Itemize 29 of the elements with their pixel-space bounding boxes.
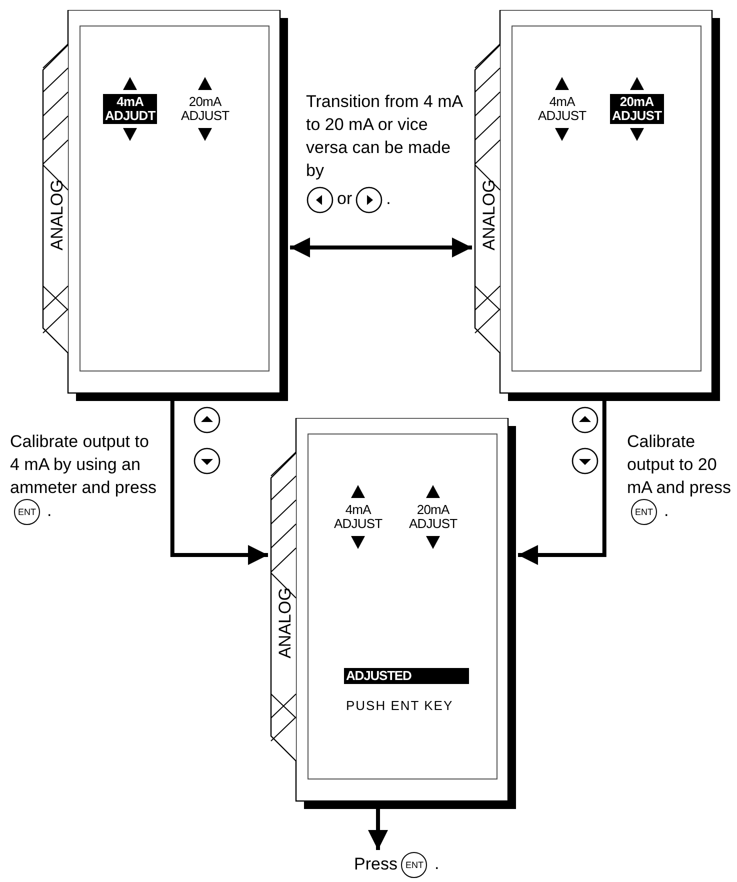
double-arrow (290, 238, 472, 258)
instruction-text: . (47, 501, 52, 520)
edge-label: Calibrate output to 20 mA and press (627, 432, 731, 497)
enter-key: ENT (14, 499, 40, 525)
tab-label: ANALOG (478, 180, 499, 250)
highlighted-screen-text: 20mA ADJUST (610, 94, 664, 124)
enter-key: ENT (631, 499, 657, 525)
device-display-panel (42, 10, 288, 401)
arrow (368, 809, 388, 850)
instruction-text: or (337, 189, 352, 208)
instruction-text: . (434, 854, 440, 874)
highlighted-screen-text: ADJUSTED (344, 668, 469, 684)
enter-key: ENT (401, 852, 428, 878)
tab-label: ANALOG (274, 588, 295, 658)
tab-label: ANALOG (46, 180, 67, 250)
edge-label: Calibrate output to 4 mA by using an ammeter and press (10, 432, 156, 497)
instruction-text: . (386, 189, 391, 208)
arrow (170, 401, 268, 565)
instruction-text: Press (354, 854, 398, 874)
device-display-panel (270, 418, 516, 809)
highlighted-screen-text: 4mA ADJUDT (103, 94, 158, 124)
screen-text: 4mA ADJUST (333, 502, 384, 532)
device-display-panel (474, 10, 720, 401)
screen-text: 20mA ADJUST (408, 502, 458, 532)
screen-text: 4mA ADJUST (537, 94, 588, 124)
instruction-text: . (664, 501, 669, 520)
screen-text: 20mA ADJUST (180, 94, 230, 124)
arrow (518, 401, 606, 565)
screen-text: PUSH ENT KEY (345, 698, 454, 714)
